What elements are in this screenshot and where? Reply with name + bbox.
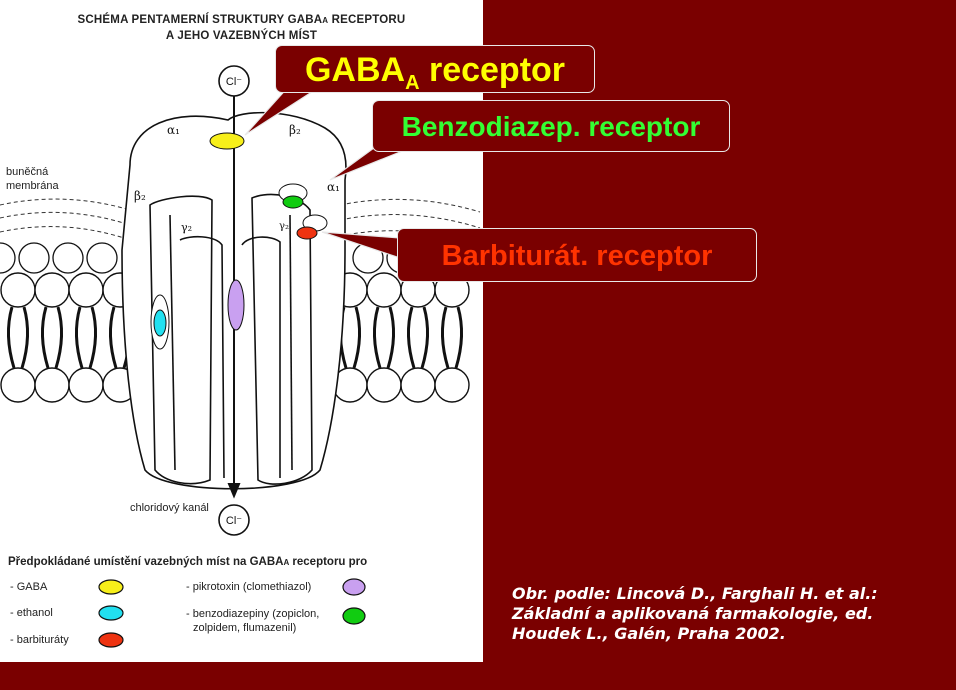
legend-swatch-picrotoxin <box>342 578 366 596</box>
lipid-tail <box>420 306 429 369</box>
lipid-tail <box>7 306 16 369</box>
lipid-head <box>400 367 436 403</box>
subunit-beta2-top: β₂ <box>289 123 301 137</box>
legend-item-benzodiazepines-1: - benzodiazepiny (zopiclon, <box>186 608 320 620</box>
legend-item-benzodiazepines-2: zolpidem, flumazenil) <box>193 622 297 634</box>
legend-swatch-ethanol <box>98 605 124 621</box>
subunit-gamma2-left: γ₂ <box>181 221 192 234</box>
benzodiazepine-site <box>282 195 304 209</box>
ethanol-site <box>153 309 167 337</box>
legend-item-ethanol: - ethanol <box>10 607 53 619</box>
chloride-ion-top <box>218 65 250 97</box>
lipid-tail <box>386 306 395 369</box>
lipid-tail <box>75 306 84 369</box>
receptor-diagram: Cl⁻ Cl⁻ α₁ β₂ β₂ γ₂ α₁ γ₂ <box>0 65 483 648</box>
lipid-head <box>68 367 104 403</box>
channel-label: chloridový kanál <box>130 502 209 514</box>
gaba-receptor-callout: GABAA receptor <box>275 45 595 94</box>
lipid-tail <box>454 306 463 369</box>
legend-item-barbiturates: - barbituráty <box>10 634 69 646</box>
lipid-head <box>0 242 16 274</box>
legend-item-gaba: - GABA <box>10 581 48 593</box>
membrane-surface-line <box>0 226 131 241</box>
legend-item-picrotoxin: - pikrotoxin (clomethiazol) <box>186 581 312 593</box>
subunit-beta2-left: β₂ <box>134 189 146 203</box>
membrane-label-1: buněčná <box>6 166 49 178</box>
citation-line-3: Houdek L., Galén, Praha 2002. <box>512 624 786 643</box>
diagram-title-line2: A JEHO VAZEBNÝCH MÍST <box>165 30 318 42</box>
chloride-label-top: Cl⁻ <box>226 76 242 88</box>
subunit-alpha1-right: α₁ <box>327 180 340 194</box>
legend-swatch-gaba <box>98 579 124 595</box>
legend-swatch-barbiturate <box>98 632 124 648</box>
chloride-ion-bottom <box>218 504 250 536</box>
legend-swatch-benzodiazepine <box>342 607 366 625</box>
lipid-head <box>434 367 470 403</box>
benzodiazepine-receptor-callout: Benzodiazep. receptor <box>372 100 730 152</box>
membrane-surface-line <box>339 214 481 229</box>
citation-line-2: Základní a aplikovaná farmakologie, ed. <box>512 604 874 623</box>
lipid-head <box>86 242 118 274</box>
lipid-head <box>52 242 84 274</box>
lipid-head <box>366 272 402 308</box>
lipid-tail <box>352 306 361 369</box>
lipid-tail <box>441 306 450 369</box>
citation-line-1: Obr. podle: Lincová D., Farghali H. et a… <box>512 584 878 603</box>
lipid-tail <box>20 306 29 369</box>
legend-heading: Předpokládané umístění vazebných míst na… <box>8 556 368 568</box>
lipid-tail <box>54 306 63 369</box>
barbiturate-site <box>296 226 318 240</box>
gaba-site <box>209 132 245 150</box>
chloride-label-bottom: Cl⁻ <box>226 515 242 527</box>
barbiturate-receptor-callout: Barbiturát. receptor <box>397 228 757 282</box>
lipid-head <box>68 272 104 308</box>
picrotoxin-site <box>227 279 245 331</box>
lipid-tail <box>88 306 97 369</box>
lipid-tail <box>407 306 416 369</box>
membrane-surface-line <box>0 211 131 226</box>
citation: Obr. podle: Lincová D., Farghali H. et a… <box>512 584 942 644</box>
lipid-tail <box>41 306 50 369</box>
subunit-gamma2-right: γ₂ <box>279 221 289 232</box>
lipid-head <box>366 367 402 403</box>
lipid-tail <box>373 306 382 369</box>
subunit-alpha1-left: α₁ <box>167 123 180 137</box>
diagram-title-line1: SCHÉMA PENTAMERNÍ STRUKTURY GABAA RECEPT… <box>77 14 406 26</box>
lipid-head <box>34 367 70 403</box>
lipid-head <box>18 242 50 274</box>
membrane-surface-line <box>339 198 481 213</box>
lipid-head <box>34 272 70 308</box>
lipid-tail <box>109 306 118 369</box>
membrane-surface-line <box>0 198 131 211</box>
lipid-head <box>0 367 36 403</box>
lipid-head <box>0 272 36 308</box>
membrane-label-2: membrána <box>6 180 59 192</box>
membrane-lipids <box>0 198 483 403</box>
